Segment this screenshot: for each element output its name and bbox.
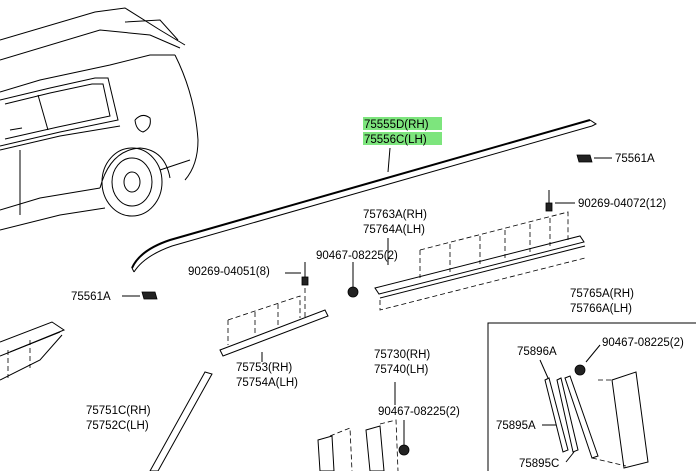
roof-molding <box>131 119 597 273</box>
part-label-75752c[interactable]: 75752C(LH) <box>86 420 149 432</box>
part-label-75556c[interactable]: 75556C(LH) <box>364 134 427 146</box>
part-label-75896a[interactable]: 75896A <box>517 346 557 358</box>
clip-75561a-right <box>576 154 612 163</box>
part-label-75754a[interactable]: 75754A(LH) <box>236 377 298 389</box>
vehicle-outline <box>0 7 199 231</box>
part-label-75751c[interactable]: 75751C(RH) <box>86 405 151 417</box>
bolt-90269-04051 <box>285 262 309 318</box>
part-label-75765a[interactable]: 75765A(RH) <box>570 288 634 300</box>
part-label-90467-08225-lower[interactable]: 90467-08225(2) <box>378 406 460 418</box>
part-label-75895a[interactable]: 75895A <box>496 420 536 432</box>
pillar-75751c <box>0 321 213 471</box>
belt-molding-upper <box>374 211 586 311</box>
part-label-75766a[interactable]: 75766A(LH) <box>570 303 632 315</box>
inset-box <box>487 322 696 471</box>
part-label-90467-08225-upper[interactable]: 90467-08225(2) <box>316 250 398 262</box>
highlight-bar-1 <box>363 117 442 130</box>
part-label-75740[interactable]: 75740(LH) <box>374 364 429 376</box>
part-label-75895c[interactable]: 75895C <box>519 458 559 470</box>
highlight-bar-2 <box>363 132 442 145</box>
part-label-75763a[interactable]: 75763A(RH) <box>363 209 427 221</box>
part-label-75730[interactable]: 75730(RH) <box>374 349 430 361</box>
bolt-90269-04072 <box>545 190 575 212</box>
clip-90467-upper <box>347 262 359 298</box>
part-label-75561a-left[interactable]: 75561A <box>71 291 111 303</box>
clip-75561a-left <box>122 291 158 300</box>
part-label-90467-08225-inset[interactable]: 90467-08225(2) <box>602 337 684 349</box>
part-label-75561a-right[interactable]: 75561A <box>615 153 655 165</box>
lower-molding <box>219 295 329 362</box>
part-label-75753[interactable]: 75753(RH) <box>236 362 292 374</box>
part-label-90269-04072[interactable]: 90269-04072(12) <box>578 198 666 210</box>
pillar-group-75730 <box>317 382 410 471</box>
part-label-90269-04051[interactable]: 90269-04051(8) <box>188 266 270 278</box>
part-label-75555d[interactable]: 75555D(RH) <box>364 119 429 131</box>
part-label-75764a[interactable]: 75764A(LH) <box>363 224 425 236</box>
